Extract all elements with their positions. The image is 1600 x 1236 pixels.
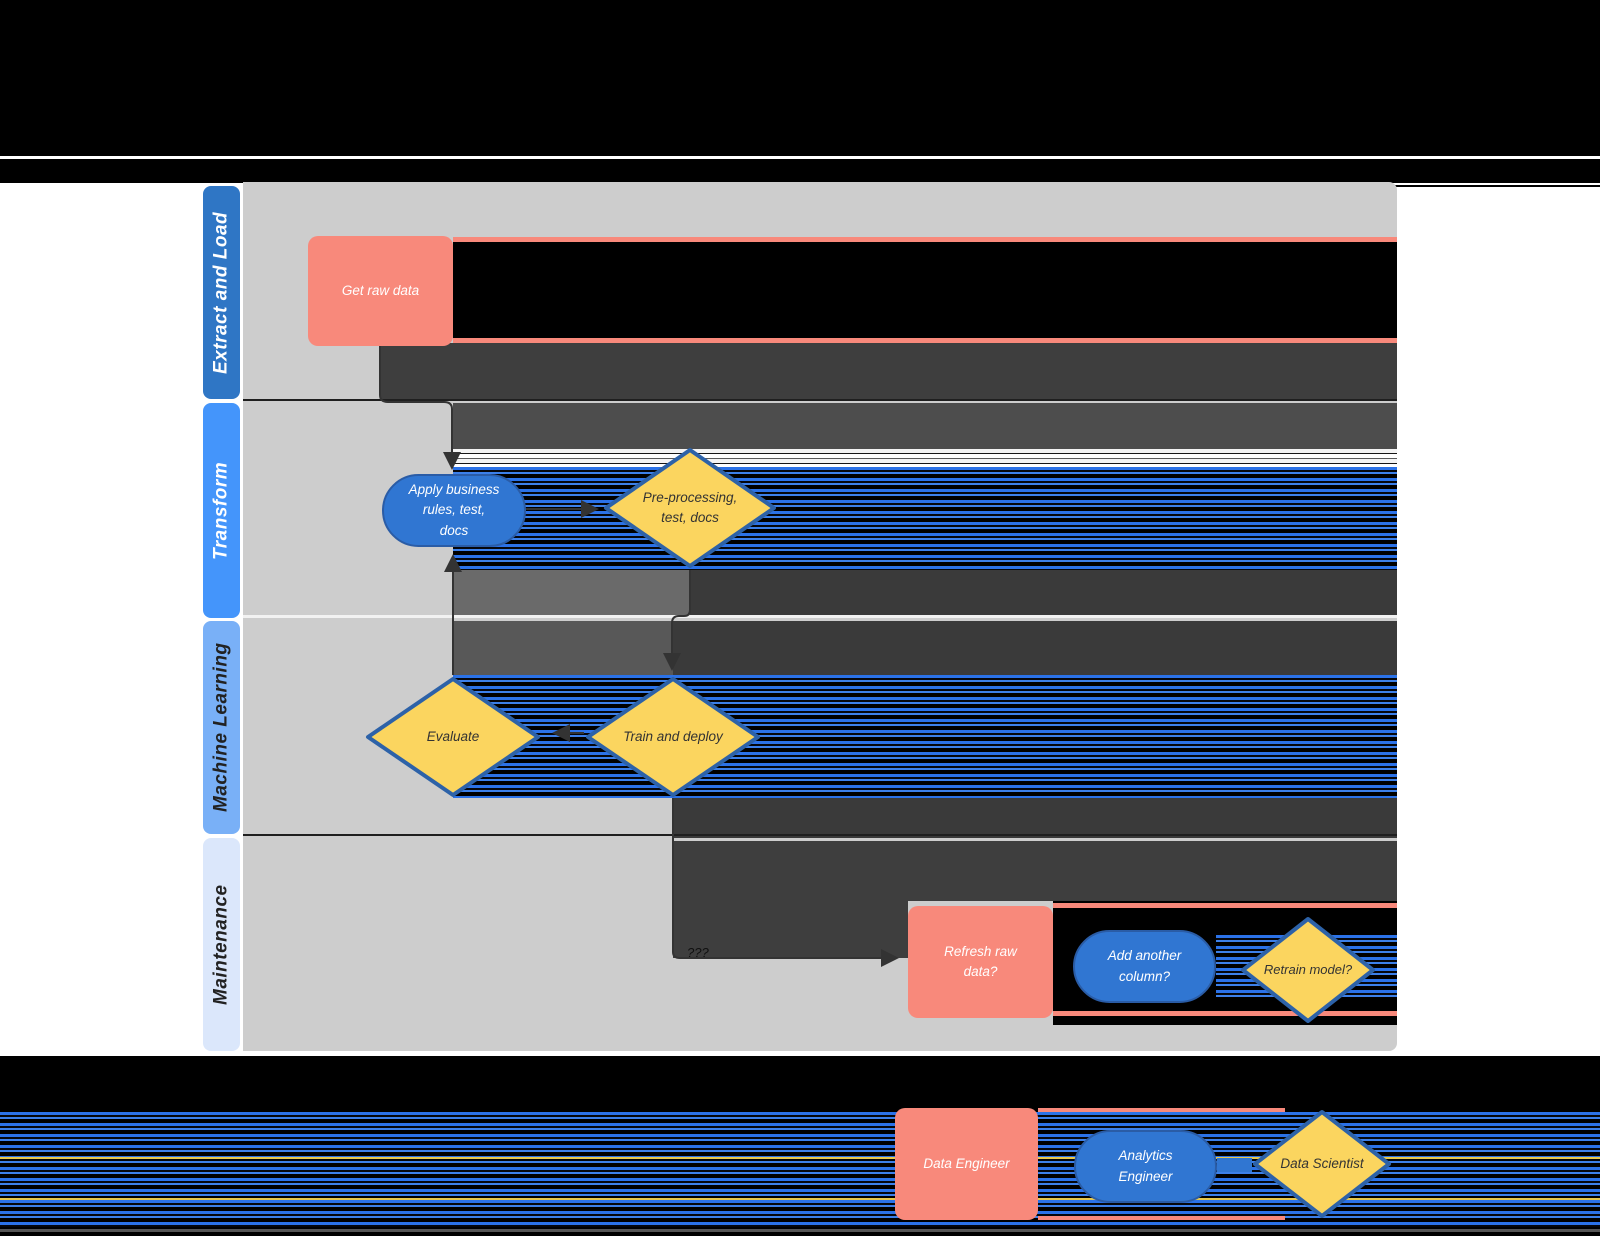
node-label: Apply business rules, test, docs — [408, 482, 500, 538]
flow-node-retrain-model: Retrain model? — [1239, 916, 1377, 1024]
node-label: Evaluate — [426, 728, 480, 744]
legend-label: Data Scientist — [1280, 1155, 1364, 1171]
glitch-dark-band — [673, 901, 908, 958]
glitch-black-band — [453, 242, 1397, 338]
glitch-dark-band — [453, 621, 673, 675]
glitch-salmon-smear — [1053, 903, 1397, 908]
glitch-blue-stripe-band — [453, 467, 1397, 570]
glitch-dark-band — [673, 841, 1397, 901]
glitch-blue-smear — [1217, 1158, 1252, 1172]
glitch-salmon-smear — [453, 237, 1397, 242]
glitch-black-line — [1390, 185, 1600, 187]
legend-band: Data Engineer Analytics Engineer Data Sc… — [0, 1056, 1600, 1236]
glitch-dark-band — [453, 570, 690, 618]
connector-arrows — [379, 346, 899, 967]
glitch-salmon-smear — [1053, 1011, 1397, 1016]
decision-diamond-icon — [366, 677, 540, 797]
lane-divider — [243, 399, 1397, 401]
glitch-dark-band — [673, 798, 1397, 838]
flow-node-evaluate: Evaluate — [364, 675, 542, 799]
decision-diamond-icon — [586, 677, 760, 797]
flow-node-train-and-deploy: Train and deploy — [584, 675, 762, 799]
node-label: Get raw data — [341, 282, 420, 298]
node-label: Retrain model? — [1263, 962, 1353, 978]
node-label: Train and deploy — [623, 728, 723, 744]
flow-node-apply-business-rules: Apply business rules, test, docs — [382, 474, 526, 547]
node-label: Pre-processing, test, docs — [642, 489, 738, 525]
lane-header-machine-learning: Machine Learning — [203, 621, 240, 834]
glitch-gray-line — [0, 1229, 1600, 1232]
decision-diamond-icon — [1241, 917, 1375, 1023]
lane-divider — [243, 834, 1397, 836]
legend-item-analytics-engineer: Analytics Engineer — [1074, 1130, 1217, 1203]
legend-item-data-engineer: Data Engineer — [895, 1108, 1038, 1220]
flow-node-refresh-raw-data: Refresh raw data? — [908, 906, 1053, 1018]
glitch-dark-band — [453, 403, 1397, 449]
decision-diamond-icon — [1253, 1110, 1391, 1218]
legend-label: Analytics Engineer — [1118, 1148, 1173, 1184]
lane-label: Machine Learning — [210, 642, 232, 813]
lane-label: Extract and Load — [210, 211, 232, 374]
swimlane-diagram: Extract and Load Transform Machine Learn… — [203, 182, 1397, 1051]
diagram-body: ??? Get raw data Apply business rules, t… — [243, 182, 1397, 1051]
flow-node-preprocessing: Pre-processing, test, docs — [602, 446, 778, 570]
connector-label: ??? — [687, 945, 709, 960]
flow-node-add-another-column: Add another column? — [1073, 930, 1216, 1003]
lane-header-transform: Transform — [203, 403, 240, 618]
glitch-salmon-smear — [453, 338, 1397, 343]
legend-label: Data Engineer — [923, 1155, 1010, 1171]
decision-diamond-icon — [604, 448, 776, 568]
lane-divider — [243, 615, 1397, 618]
lane-label: Transform — [210, 461, 232, 560]
legend-item-data-scientist: Data Scientist — [1252, 1109, 1392, 1219]
glitch-yellow-line — [0, 1157, 1600, 1159]
flow-node-get-raw-data: Get raw data — [308, 236, 453, 346]
lane-header-maintenance: Maintenance — [203, 838, 240, 1051]
node-label: Refresh raw data? — [944, 943, 1017, 979]
glitch-salmon-smear — [1038, 1108, 1285, 1112]
glitch-dark-band — [380, 343, 1397, 399]
glitch-dark-band — [673, 621, 1397, 675]
glitch-salmon-smear — [1038, 1216, 1285, 1220]
glitch-yellow-line — [0, 1198, 1600, 1200]
node-label: Add another column? — [1107, 948, 1182, 984]
lane-header-extract-and-load: Extract and Load — [203, 186, 240, 399]
glitch-white-line — [0, 156, 1600, 159]
lane-label: Maintenance — [210, 884, 232, 1005]
glitch-dark-band — [690, 570, 1397, 618]
top-black-band — [0, 0, 1600, 183]
